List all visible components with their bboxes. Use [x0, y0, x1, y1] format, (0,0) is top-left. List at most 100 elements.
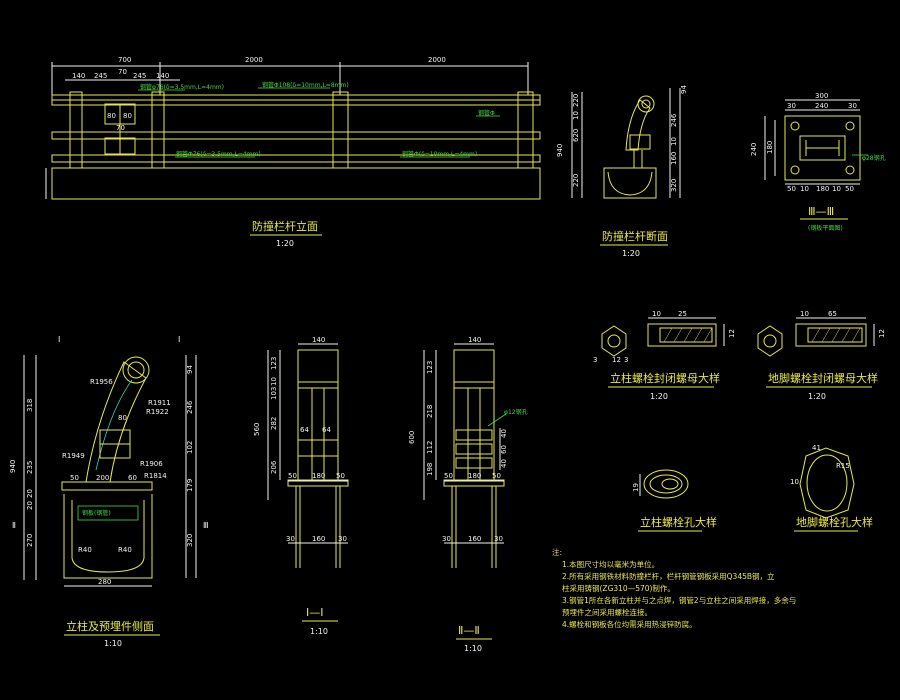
elev-leader-3: 钢管Φ76(δ=3.5mm,L=4mm) [176, 150, 261, 158]
sect-dim-220b: 220 [572, 174, 580, 187]
v1-dim-64a: 64 [300, 426, 309, 434]
v2-dim-30b: 30 [494, 535, 503, 543]
notes-line-4: 3.钢管1所在各新立柱并与之点焊，钢管2与立柱之间采用焊接，多余与 [562, 595, 796, 605]
side-dim-270: 270 [26, 534, 34, 547]
v1-dim-123: 123 [270, 357, 278, 370]
sect-dim-220a: 220 [572, 94, 580, 107]
v2-dim-50a: 50 [444, 472, 453, 480]
hole2-dim-41: 41 [812, 444, 821, 452]
section-title: 防撞栏杆断面 [602, 229, 668, 243]
plate-dim-10b: 10 [832, 185, 841, 193]
sect-dim-10r: 10 [670, 137, 678, 146]
plate-title: Ⅲ—Ⅲ [808, 205, 834, 218]
side-radius-3: R1922 [146, 408, 169, 416]
v2-dim-40a: 40 [500, 429, 508, 438]
post-side-view: Ⅰ Ⅰ Ⅱ Ⅲ 940 318 235 20 20 270 钢板(钢管) R40… [9, 335, 209, 648]
bolt1-dim-12b: 12 [612, 356, 621, 364]
hole2-title: 地脚螺栓孔大样 [796, 515, 873, 529]
bolt1-dim-10: 10 [652, 310, 661, 318]
side-mark-3: Ⅲ [203, 521, 209, 530]
plate-dim-30a: 30 [787, 102, 796, 110]
side-radius-2: R1911 [148, 399, 171, 407]
v2-dim-123: 123 [426, 361, 434, 374]
plate-dim-300: 300 [815, 92, 828, 100]
side-dim-280: 280 [98, 578, 111, 586]
bolt1-dim-25: 25 [678, 310, 687, 318]
elevation-title: 防撞栏杆立面 [252, 219, 318, 233]
railing-section: 940 620 10 220 220 94 246 10 160 320 防撞栏… [556, 85, 688, 258]
v2-dim-600: 600 [408, 431, 416, 444]
side-title: 立柱及预埋件侧面 [66, 619, 154, 633]
v2-dim-60: 60 [500, 445, 508, 454]
plate-dim-10a: 10 [800, 185, 809, 193]
side-mark-1a: Ⅰ [58, 335, 60, 344]
side-dim-50: 50 [70, 474, 79, 482]
side-dim-940: 940 [9, 460, 17, 473]
hole2-dim-r15: R15 [836, 462, 850, 470]
bolt1-dim-3b: 3 [624, 356, 628, 364]
side-dim-20b: 20 [26, 501, 34, 510]
v1-dim-50b: 50 [336, 472, 345, 480]
sect-dim-94: 94 [680, 85, 688, 94]
v1-dim-206: 206 [270, 460, 278, 474]
side-radius-1: R1956 [90, 378, 113, 386]
elev-leader-1: 钢管φ76(δ=3.5mm,L=4mm) [140, 83, 224, 91]
steel-plate-plan: 300 30 240 30 240 180 50 10 180 10 50 φ2… [750, 92, 886, 232]
side-note-box: 钢板(钢管) [82, 509, 111, 517]
elev-leader-5: 钢管Φ [478, 109, 495, 117]
notes-line-3: 柱采用铸钢(ZG310—570)制作。 [562, 583, 675, 593]
elev-leader-2: 钢管Φ108(δ=10mm,L=8mm) [262, 81, 349, 89]
v2-dim-30a: 30 [442, 535, 451, 543]
hole1-title: 立柱螺栓孔大样 [640, 515, 717, 529]
drawing-notes: 注: 1.本图尺寸均以毫米为单位。 2.所有采用钢铁材料防撞栏杆，栏杆钢管钢板采… [552, 547, 796, 629]
elev-dim-2000a: 2000 [245, 56, 263, 64]
v1-dim-64b: 64 [322, 426, 331, 434]
v1-dim-180: 180 [312, 472, 325, 480]
bolt1-dim-3a: 3 [593, 356, 597, 364]
notes-line-2: 2.所有采用钢铁材料防撞栏杆，栏杆钢管钢板采用Q345B钢，立 [562, 571, 775, 581]
sect-dim-10: 10 [572, 111, 580, 120]
hole2-dim-10: 10 [790, 478, 799, 486]
v1-dim-140: 140 [312, 336, 325, 344]
v1-dim-50a: 50 [288, 472, 297, 480]
side-dim-r40a: R40 [78, 546, 92, 554]
elev-dim-140b: 140 [156, 72, 169, 80]
hole1-dim-19: 19 [632, 483, 640, 492]
side-dim-318: 318 [26, 399, 34, 412]
elev-dim-70: 70 [118, 68, 127, 76]
elev-dim-80a: 80 [107, 112, 116, 120]
plate-subtitle: (钢板平面图) [808, 224, 843, 232]
sect-dim-246: 246 [670, 113, 678, 127]
sect-dim-160: 160 [670, 152, 678, 165]
v2-dim-198: 198 [426, 463, 434, 476]
notes-line-5: 预埋件之间采用螺栓连接。 [562, 607, 652, 617]
elev-dim-245b: 245 [133, 72, 146, 80]
bolt1-scale: 1:20 [650, 392, 668, 401]
elev-dim-245a: 245 [94, 72, 107, 80]
v2-dim-140: 140 [468, 336, 481, 344]
section-view-2: 140 600 123 218 112 198 40 60 40 φ12钢孔 5… [408, 336, 528, 653]
side-dim-179: 179 [186, 479, 194, 492]
anchor-bolt-hole-detail: 41 10 R15 地脚螺栓孔大样 [790, 444, 873, 532]
plate-hole-label: φ28钢孔 [862, 154, 886, 162]
anchor-bolt-nut-detail: 10 65 12 地脚螺栓封闭螺母大样 1:20 [757, 310, 886, 401]
side-dim-60: 60 [128, 474, 137, 482]
side-dim-320: 320 [186, 534, 194, 547]
bolt2-dim-10: 10 [800, 310, 809, 318]
elevation-scale: 1:20 [276, 239, 294, 248]
side-mark-2: Ⅱ [12, 521, 16, 530]
sect-dim-320: 320 [670, 179, 678, 192]
plate-dim-50b: 50 [845, 185, 854, 193]
bolt2-title: 地脚螺栓封闭螺母大样 [768, 371, 878, 385]
bolt1-title: 立柱螺栓封闭螺母大样 [610, 371, 720, 385]
section-view-1: 140 64 64 560 123 10 103 282 206 50 180 … [253, 336, 349, 636]
view1-title: Ⅰ—Ⅰ [306, 606, 324, 619]
notes-heading: 注: [552, 547, 562, 557]
notes-line-1: 1.本图尺寸均以毫米为单位。 [562, 559, 659, 569]
side-dim-246: 246 [186, 400, 194, 414]
plate-dim-240: 240 [815, 102, 828, 110]
v2-dim-50b: 50 [492, 472, 501, 480]
v1-dim-30b: 30 [338, 535, 347, 543]
side-dim-102: 102 [186, 441, 194, 454]
